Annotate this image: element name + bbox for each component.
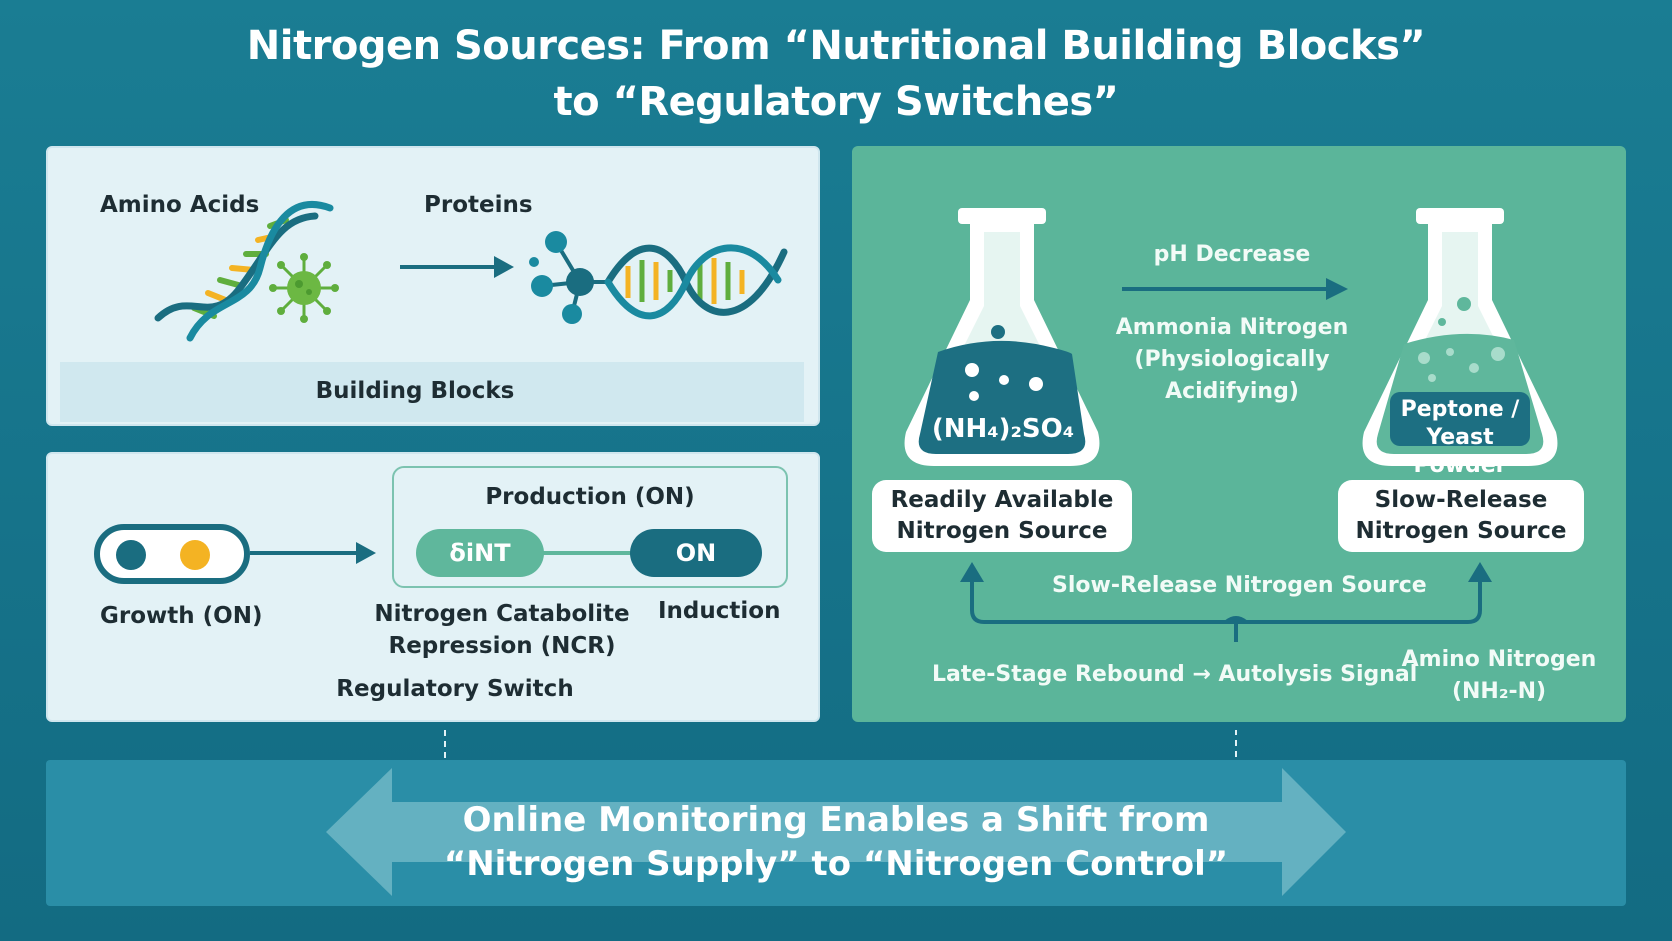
right-flask-line-1: Peptone /	[1400, 397, 1520, 422]
slow-release-line-1: Slow-Release	[1374, 487, 1548, 513]
delta-int-pill[interactable]: δiNT	[416, 529, 544, 577]
ammonia-nitrogen-label: Ammonia Nitrogen (Physiologically Acidif…	[1102, 312, 1362, 408]
double-arrow-icon	[326, 768, 1346, 896]
slow-release-box[interactable]: Slow-Release Nitrogen Source	[1338, 480, 1584, 552]
right-flask-line-2: Yeast Powder	[1413, 425, 1507, 478]
feedback-bracket	[960, 562, 1492, 642]
ammonia-line-3: Acidifying)	[1165, 379, 1299, 404]
ph-decrease-label: pH Decrease	[1153, 242, 1311, 267]
growth-label: Growth (ON)	[100, 603, 263, 629]
pill-connector	[540, 551, 632, 555]
toggle-knob-yellow	[180, 540, 210, 570]
virus-icon	[269, 253, 339, 323]
title-line-1: Nitrogen Sources: From “Nutritional Buil…	[246, 23, 1426, 69]
erlenmeyer-flask-icon	[1362, 208, 1558, 466]
molecule-icon	[529, 231, 788, 324]
toggle-switch-icon[interactable]	[94, 524, 250, 584]
regulatory-switch-caption: Regulatory Switch	[336, 676, 574, 702]
production-frame	[392, 466, 788, 588]
proteins-label: Proteins	[424, 192, 533, 218]
readily-available-line-1: Readily Available	[890, 487, 1114, 513]
bottom-line-2: “Nitrogen Supply” to “Nitrogen Control”	[443, 844, 1229, 884]
readily-available-line-2: Nitrogen Source	[896, 518, 1108, 544]
building-blocks-strip	[60, 362, 804, 422]
readily-available-box[interactable]: Readily Available Nitrogen Source	[872, 480, 1132, 552]
ammonia-line-1: Ammonia Nitrogen	[1115, 315, 1349, 340]
arrow-right-icon	[400, 256, 514, 278]
erlenmeyer-flask-icon	[904, 208, 1100, 466]
arrow-right-icon	[250, 542, 376, 564]
arrow-right-icon	[1122, 278, 1348, 300]
induction-label: Induction	[658, 598, 781, 624]
amino-nitrogen-line-1: Amino Nitrogen	[1401, 647, 1597, 672]
ncr-label-line-2: Repression (NCR)	[388, 633, 616, 659]
dna-helix-icon	[154, 200, 334, 342]
rebound-label: Late-Stage Rebound → Autolysis Signal	[932, 662, 1418, 687]
amino-acids-label: Amino Acids	[100, 192, 260, 218]
page-title: Nitrogen Sources: From “Nutritional Buil…	[0, 18, 1672, 130]
building-blocks-caption: Building Blocks	[315, 378, 515, 404]
bracket-label: Slow-Release Nitrogen Source	[1052, 573, 1427, 598]
bottom-line-1: Online Monitoring Enables a Shift from	[462, 800, 1210, 840]
on-pill[interactable]: ON	[630, 529, 762, 577]
title-line-2: to “Regulatory Switches”	[553, 79, 1119, 125]
amino-nitrogen-line-2: (NH₂-N)	[1451, 679, 1547, 704]
toggle-knob-dark	[116, 540, 146, 570]
ncr-label-line-1: Nitrogen Catabolite	[374, 601, 630, 627]
ncr-label: Nitrogen Catabolite Repression (NCR)	[370, 598, 634, 662]
left-flask-formula: (NH₄)₂SO₄	[931, 414, 1075, 444]
ammonia-line-2: (Physiologically	[1134, 347, 1330, 372]
right-flask-label: Peptone / Yeast Powder	[1378, 396, 1542, 480]
amino-nitrogen-label: Amino Nitrogen (NH₂-N)	[1394, 644, 1604, 708]
slow-release-line-2: Nitrogen Source	[1355, 518, 1567, 544]
bottom-message: Online Monitoring Enables a Shift from “…	[0, 798, 1672, 886]
production-label: Production (ON)	[485, 484, 695, 510]
